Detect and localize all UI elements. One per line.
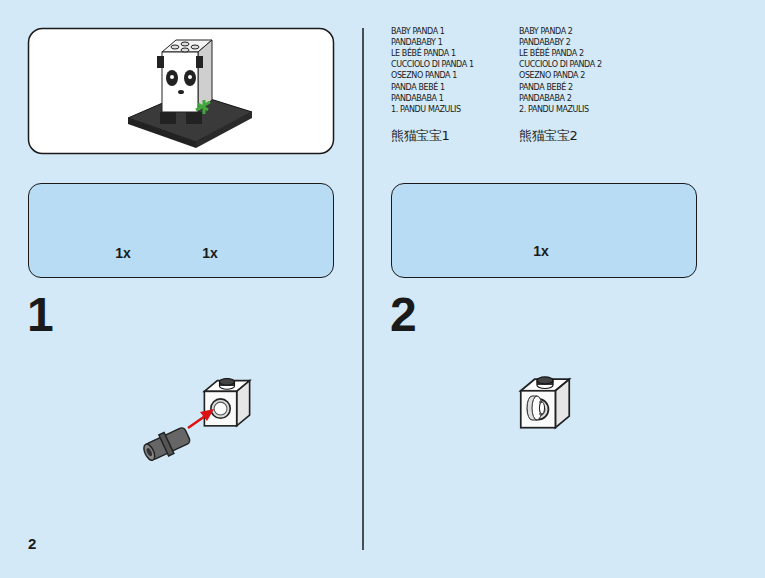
set-name: OSEZNO PANDA 2	[519, 72, 585, 80]
set-name: BABY PANDA 2	[519, 28, 573, 36]
parts-callout: 1x 1x	[28, 183, 334, 278]
page-number: 2	[28, 536, 36, 551]
set-name: BABY PANDA 1	[391, 28, 445, 36]
part-count: 1x	[202, 246, 218, 260]
set-name: 熊猫宝宝1	[391, 129, 449, 142]
set-name: PANDA BEBÉ 2	[519, 84, 573, 92]
set-name: CUCCIOLO DI PANDA 1	[391, 61, 474, 69]
set-name: CUCCIOLO DI PANDA 2	[519, 61, 602, 69]
set-name: PANDABABA 1	[391, 95, 443, 103]
step-number: 2	[390, 291, 417, 339]
set-name: 2. PANDU MAZULIS	[519, 106, 589, 114]
set-name: PANDA BEBÉ 1	[391, 84, 445, 92]
part-count: 1x	[115, 246, 131, 260]
set-name: PANDABABY 1	[391, 39, 442, 47]
set-name: 熊猫宝宝2	[519, 129, 577, 142]
set-name: LE BÉBÉ PANDA 2	[519, 50, 584, 58]
set-name: OSEZNO PANDA 1	[391, 72, 457, 80]
part-count: 1x	[533, 244, 549, 258]
parts-callout: 1x	[391, 183, 697, 278]
set-name: LE BÉBÉ PANDA 1	[391, 50, 456, 58]
set-name: 1. PANDU MAZULIS	[391, 106, 461, 114]
step-number: 1	[27, 291, 54, 339]
set-name: PANDABABY 2	[519, 39, 570, 47]
set-name: PANDABABA 2	[519, 95, 571, 103]
